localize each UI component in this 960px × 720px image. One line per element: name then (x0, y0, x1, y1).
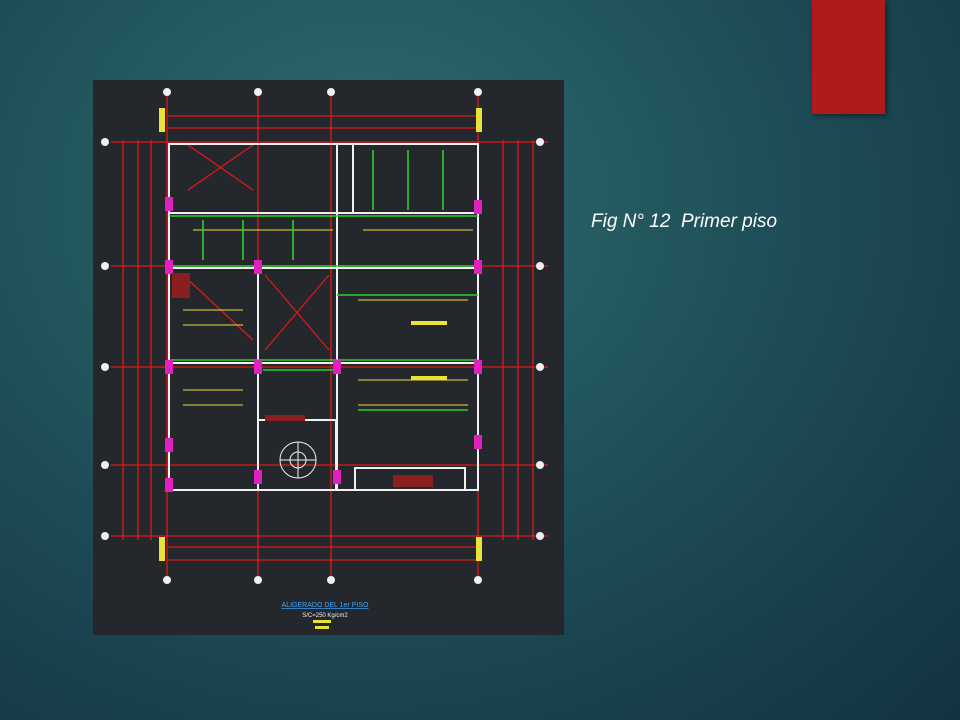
accent-tab (812, 0, 885, 114)
beams (169, 150, 478, 411)
hatched-areas (172, 273, 433, 487)
stair (279, 441, 317, 479)
drawing-title: ALIGERADO DEL 1er PISO (282, 602, 369, 609)
floor-plan-svg: ALIGERADO DEL 1er PISO S/C=250 Kg/cm2 (93, 80, 564, 635)
rebar-ticks (183, 229, 473, 406)
label-bars (313, 321, 447, 629)
floor-plan-drawing: ALIGERADO DEL 1er PISO S/C=250 Kg/cm2 (93, 80, 564, 635)
grid-markers (101, 88, 544, 584)
figure-caption: Fig N° 12 Primer piso (591, 211, 778, 232)
walls (168, 143, 479, 491)
drawing-subtitle: S/C=250 Kg/cm2 (302, 613, 348, 619)
columns (165, 197, 482, 492)
dimension-lines (111, 90, 548, 580)
